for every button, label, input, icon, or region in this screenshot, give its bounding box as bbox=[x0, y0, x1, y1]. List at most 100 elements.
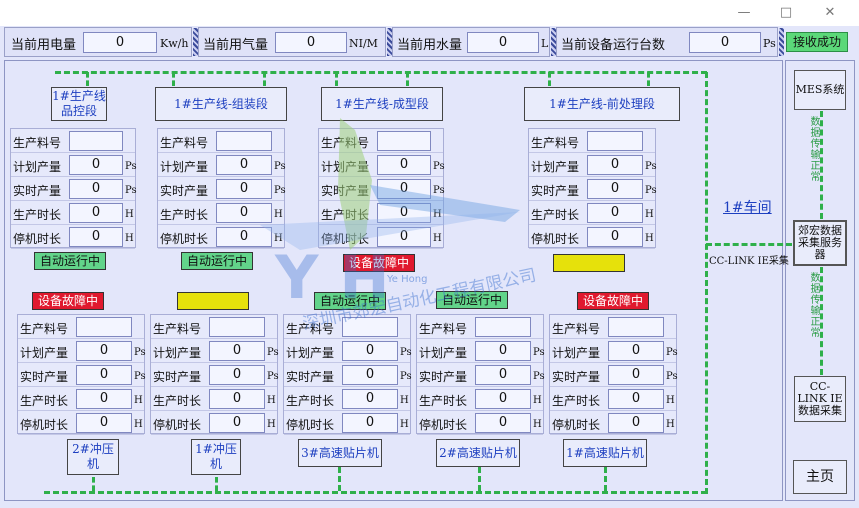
electricity-value: 0 bbox=[83, 32, 157, 53]
maximize-icon[interactable]: □ bbox=[779, 5, 793, 20]
material-field bbox=[608, 317, 664, 337]
water-label: 当前用水量 bbox=[397, 38, 463, 53]
duration-field: 0 bbox=[377, 203, 431, 223]
row-label: 生产时长 bbox=[286, 394, 335, 408]
row-unit: Ps bbox=[400, 371, 412, 382]
network-line bbox=[706, 243, 792, 246]
row-unit: H bbox=[267, 419, 276, 430]
water-value: 0 bbox=[467, 32, 539, 53]
row-label: 计划产量 bbox=[286, 346, 335, 360]
row-label: 生产料号 bbox=[419, 322, 468, 336]
electricity-panel: 当前用电量 0 Kw/h bbox=[4, 27, 192, 57]
water-unit: L bbox=[541, 37, 549, 50]
actual-field: 0 bbox=[608, 365, 664, 385]
row-label: 实时产量 bbox=[13, 184, 62, 198]
minimize-icon[interactable]: — bbox=[737, 5, 751, 20]
row-unit: H bbox=[433, 233, 442, 244]
row-unit: Ps bbox=[274, 185, 286, 196]
row-label: 实时产量 bbox=[531, 184, 580, 198]
transfer-status-top: 数据传输正常 bbox=[808, 116, 819, 182]
actual-field: 0 bbox=[76, 365, 132, 385]
row-label: 停机时长 bbox=[531, 232, 580, 246]
devices-label: 当前设备运行台数 bbox=[561, 38, 666, 53]
row-label: 生产时长 bbox=[419, 394, 468, 408]
row-unit: Ps bbox=[666, 371, 678, 382]
row-label: 停机时长 bbox=[153, 418, 202, 432]
home-button[interactable]: 主页 bbox=[793, 460, 847, 494]
row-unit: H bbox=[125, 209, 134, 220]
row-label: 生产时长 bbox=[531, 208, 580, 222]
header-separator bbox=[779, 28, 784, 56]
row-label: 停机时长 bbox=[286, 418, 335, 432]
mes-system-box[interactable]: MES系统 bbox=[794, 70, 846, 110]
actual-field: 0 bbox=[69, 179, 123, 199]
row-label: 停机时长 bbox=[13, 232, 62, 246]
actual-field: 0 bbox=[209, 365, 265, 385]
data-server-box[interactable]: 郊宏数据采集服务器 bbox=[793, 220, 847, 266]
row-label: 实时产量 bbox=[419, 370, 468, 384]
row-label: 实时产量 bbox=[160, 184, 209, 198]
row-label: 生产料号 bbox=[153, 322, 202, 336]
row-label: 生产时长 bbox=[321, 208, 370, 222]
network-line bbox=[604, 467, 607, 491]
grid-row-material: 生产料号 bbox=[319, 129, 443, 153]
row-label: 实时产量 bbox=[552, 370, 601, 384]
duration-field: 0 bbox=[209, 389, 265, 409]
grid-row-material: 生产料号 bbox=[151, 315, 277, 339]
network-line bbox=[478, 467, 481, 491]
row-unit: Ps bbox=[400, 347, 412, 358]
row-label: 生产时长 bbox=[20, 394, 69, 408]
row-label: 生产料号 bbox=[160, 136, 209, 150]
row-label: 实时产量 bbox=[286, 370, 335, 384]
close-icon[interactable]: ✕ bbox=[824, 5, 836, 20]
row-unit: H bbox=[274, 209, 283, 220]
window-titlebar: — □ ✕ bbox=[0, 0, 859, 26]
devices-value: 0 bbox=[689, 32, 761, 53]
duration-field: 0 bbox=[76, 389, 132, 409]
downtime-field: 0 bbox=[76, 413, 132, 433]
row-unit: Ps bbox=[533, 347, 545, 358]
cclink-collector-box[interactable]: CC-LINK IE 数据采集 bbox=[794, 376, 846, 422]
status-badge: 自动运行中 bbox=[436, 291, 508, 309]
header-separator bbox=[193, 28, 198, 56]
machine-title: 2#冲压机 bbox=[67, 439, 119, 475]
machine-title: 1#高速贴片机 bbox=[563, 439, 647, 467]
planned-field: 0 bbox=[608, 341, 664, 361]
network-line bbox=[820, 267, 823, 375]
row-unit: Ps bbox=[433, 185, 445, 196]
row-label: 计划产量 bbox=[160, 160, 209, 174]
row-unit: Ps bbox=[134, 347, 146, 358]
row-unit: Ps bbox=[433, 161, 445, 172]
network-line bbox=[263, 72, 266, 86]
transfer-status-bottom: 数据传输正常 bbox=[808, 272, 819, 338]
duration-field: 0 bbox=[475, 389, 531, 409]
gas-panel: 当前用气量 0 NI/M bbox=[198, 27, 386, 57]
planned-field: 0 bbox=[587, 155, 643, 175]
grid-row-material: 生产料号 bbox=[529, 129, 655, 153]
material-field bbox=[475, 317, 531, 337]
status-badge: 设备故障中 bbox=[343, 254, 415, 272]
workshop-label: 1#车间 bbox=[723, 200, 772, 216]
network-line bbox=[548, 72, 551, 86]
